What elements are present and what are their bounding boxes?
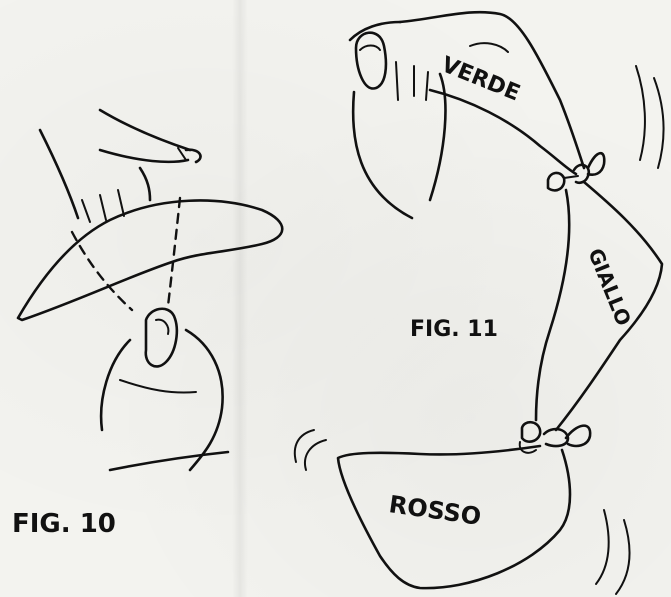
yellow-scarf: GIALLO	[536, 182, 662, 430]
fig10-caption: FIG. 10	[12, 509, 116, 539]
yellow-scarf-label: GIALLO	[583, 245, 636, 329]
fig11-hand	[350, 22, 445, 218]
fig10-drawing: FIG. 10	[12, 110, 282, 539]
green-scarf-label: VERDE	[438, 52, 524, 106]
fig11-drawing: VERDE GIALLO	[295, 12, 664, 594]
green-scarf: VERDE	[400, 12, 584, 174]
fig10-lower-hand	[101, 309, 228, 470]
fig11-caption: FIG. 11	[410, 317, 498, 342]
red-scarf: ROSSO	[338, 446, 570, 588]
fig10-upper-hand	[40, 110, 201, 222]
red-scarf-label: ROSSO	[387, 490, 483, 531]
fig10-scarf	[18, 198, 282, 320]
